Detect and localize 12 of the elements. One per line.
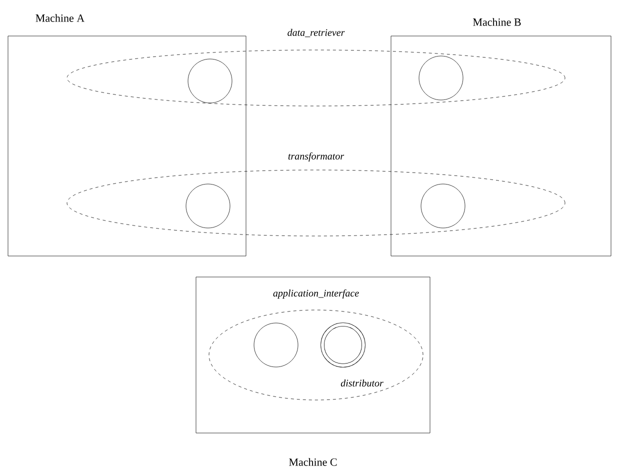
- component-label: data_retriever: [288, 28, 345, 38]
- circle: [188, 58, 232, 104]
- component-label: transformator: [288, 152, 344, 162]
- machine-label: Machine C: [289, 458, 337, 466]
- machine-label: Machine A: [36, 14, 84, 22]
- circle: [186, 184, 230, 228]
- component-label: application_interface: [273, 289, 359, 299]
- circle: [418, 56, 464, 100]
- machine-label: Machine B: [473, 18, 521, 26]
- circle: [254, 322, 298, 368]
- component-label: distributor: [340, 379, 384, 387]
- circle: [420, 184, 466, 228]
